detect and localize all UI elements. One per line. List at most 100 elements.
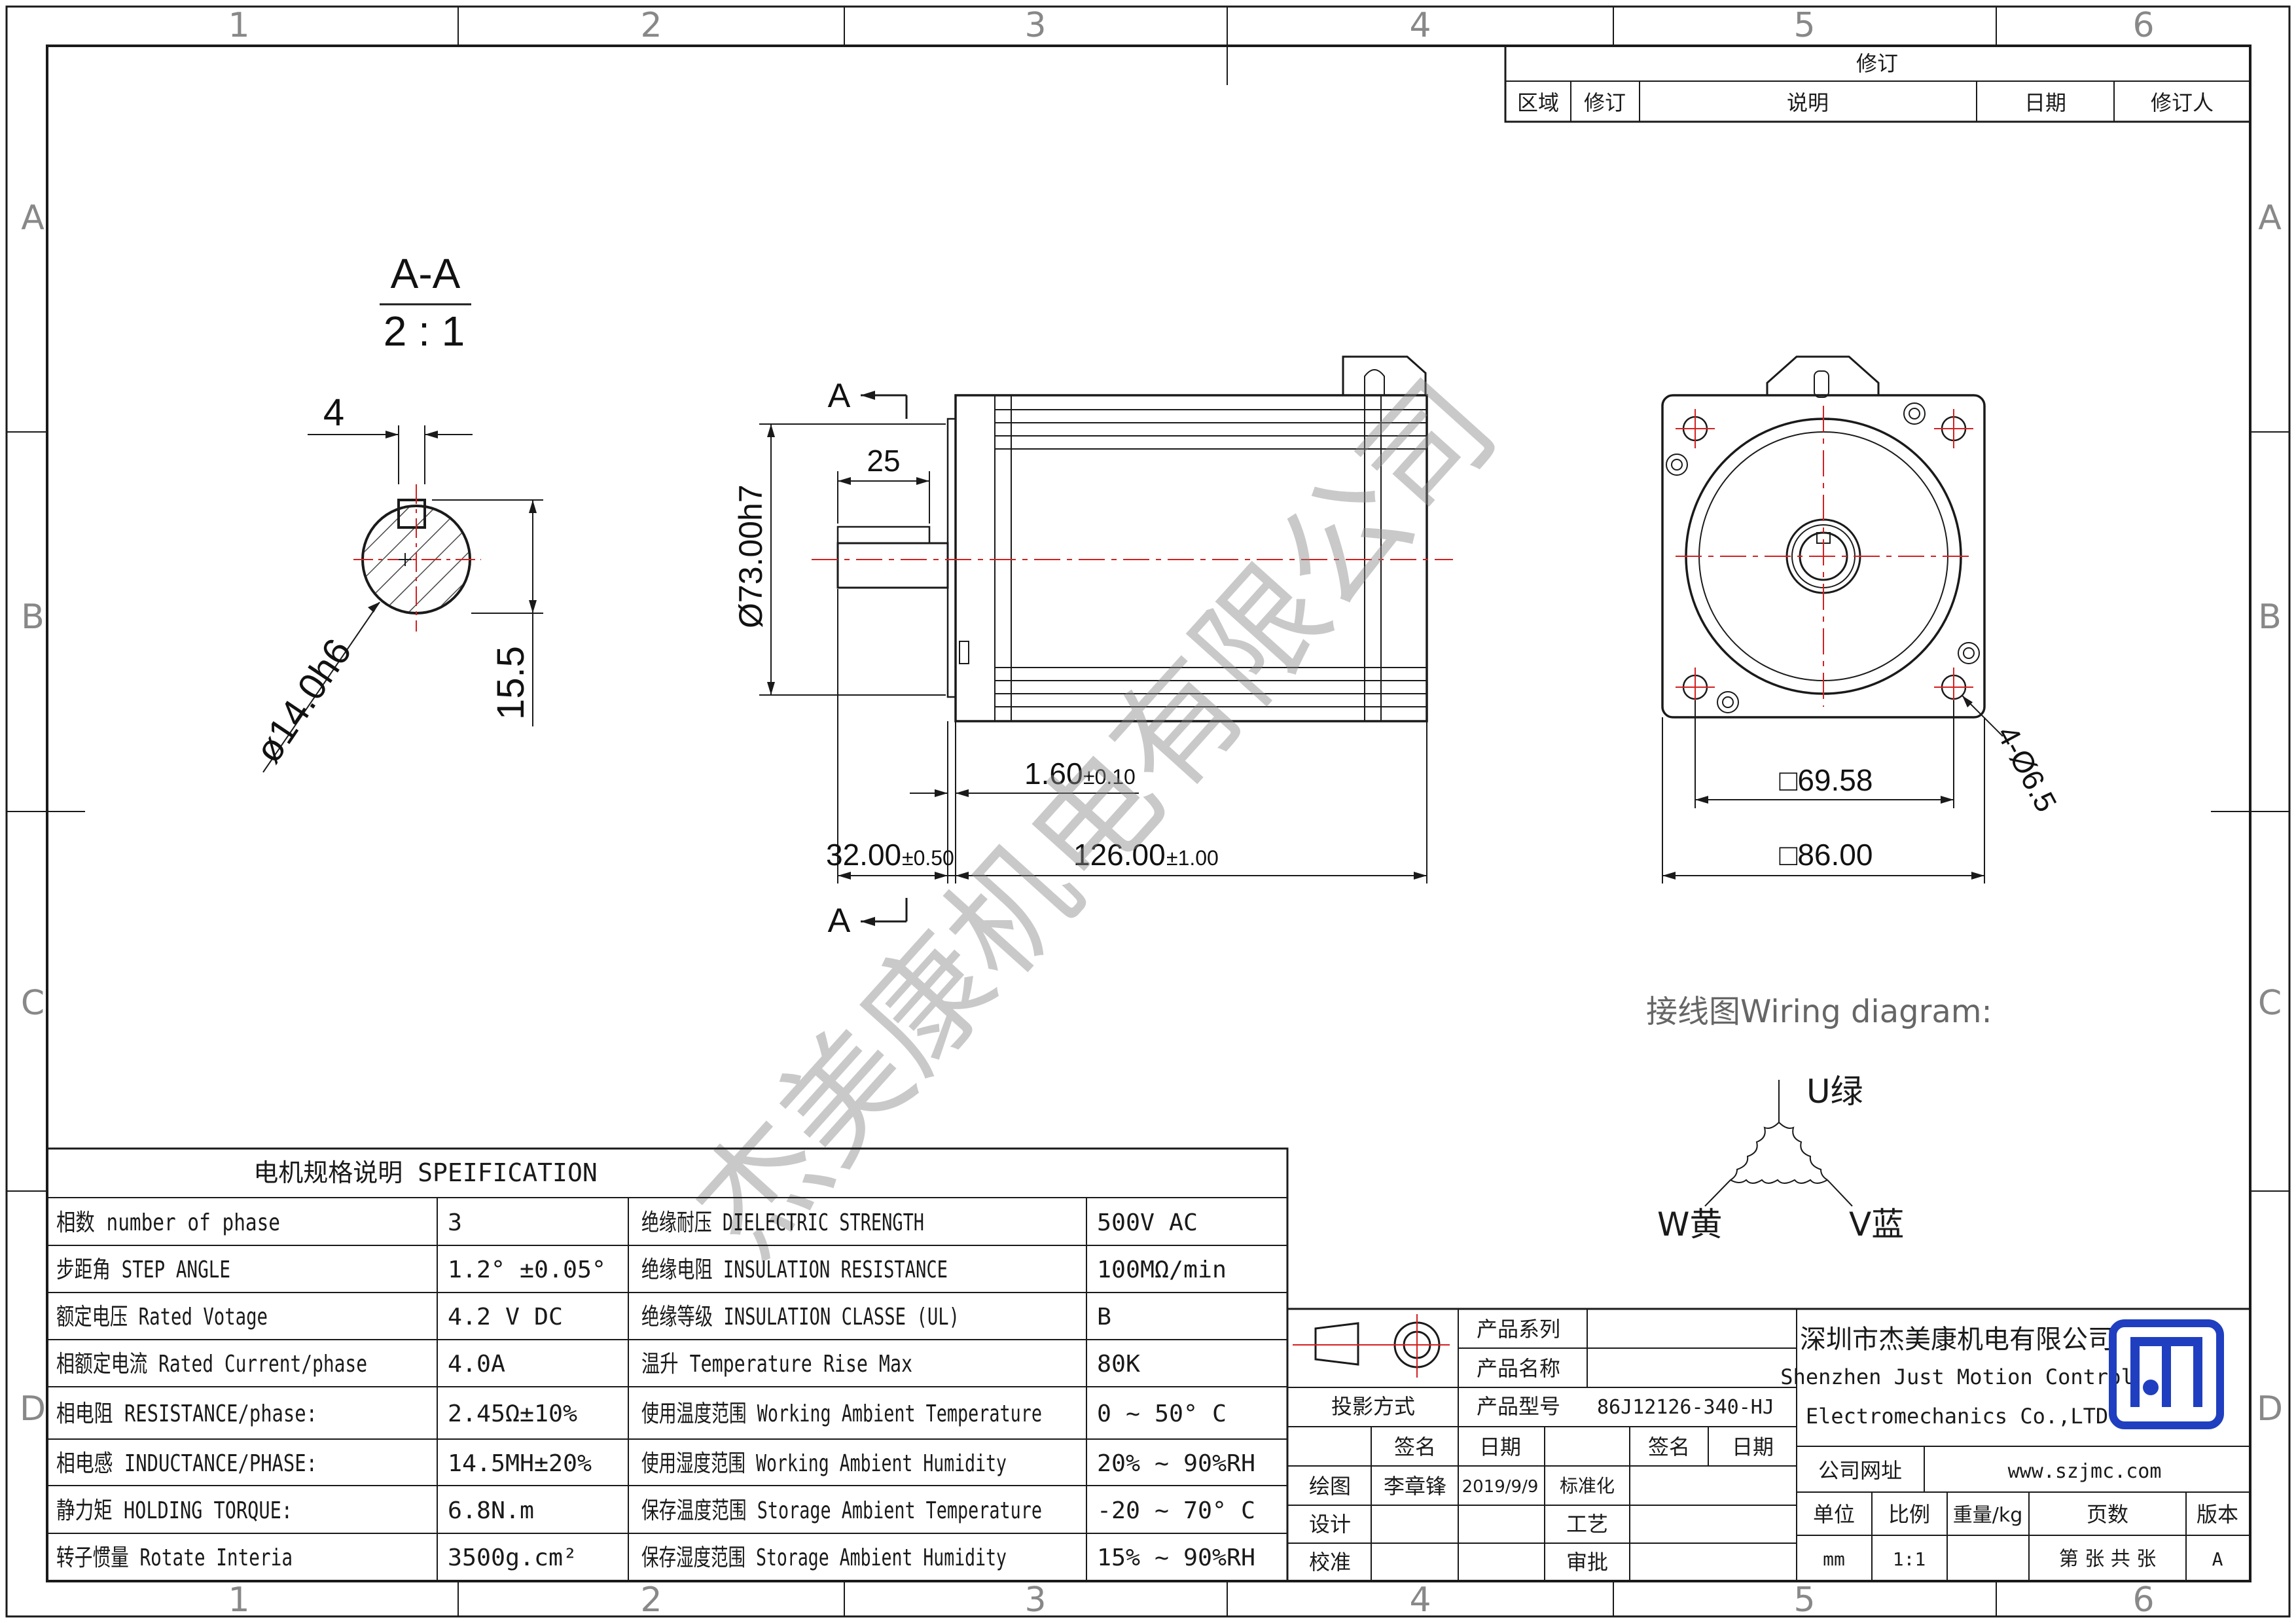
phase-v: V蓝 [1849,1205,1904,1243]
check-label: 校准 [1309,1550,1351,1575]
spec-label: 温升 Temperature Rise Max [641,1351,912,1378]
spec-value: 4.0A [448,1351,505,1378]
spec-label: 转子惯量 Rotate Interia [56,1544,293,1571]
spec-value: 15% ~ 90%RH [1097,1544,1255,1571]
title-block: 产品系列 产品名称 投影方式 产品型号 86J12126-340-HJ 签名 日… [1286,1308,2251,1582]
spec-label: 相额定电流 Rated Current/phase [56,1351,367,1378]
key-length-dim: 25 [867,444,900,478]
key-width-dim: 4 [323,391,344,434]
body-length-dim: 126.00 [1073,838,1166,872]
spec-value: 3 [448,1209,462,1236]
sign-header: 签名 [1648,1435,1690,1459]
process-label: 工艺 [1566,1512,1608,1537]
flange-thickness-dim: 1.60 [1024,757,1083,791]
section-mark-top: A [828,377,851,415]
spec-label: 相数 number of phase [56,1209,280,1236]
date-header: 日期 [1479,1435,1521,1459]
shaft-tolerance: ±0.50 [902,846,954,870]
row-label: B [2258,597,2282,637]
flange-tolerance: ±0.10 [1083,765,1136,789]
col-label: 5 [1793,1580,1815,1620]
spec-value: 6.8N.m [448,1497,534,1524]
spec-value: 80K [1097,1351,1140,1378]
scale-value: 1:1 [1893,1548,1926,1570]
revision-header: 说明 [1787,90,1829,115]
spec-value: 20% ~ 90%RH [1097,1450,1255,1477]
date-header: 日期 [1732,1435,1774,1459]
col-label: 5 [1793,6,1815,45]
row-label: B [21,597,45,637]
product-series-label: 产品系列 [1477,1317,1560,1342]
revision-header: 日期 [2024,90,2066,115]
body-tolerance: ±1.00 [1166,846,1219,870]
spec-value: 1.2° ±0.05° [448,1257,606,1283]
spec-value: 4.2 V DC [448,1304,563,1330]
spec-label: 步距角 STEP ANGLE [56,1257,230,1283]
holes-dim: 4-Ø6.5 [1990,720,2064,817]
unit-label: 单位 [1813,1502,1855,1527]
revision-table: 修订 区域 修订 说明 日期 修订人 [1504,45,2251,123]
website: www.szjmc.com [2008,1460,2162,1483]
row-label: A [21,198,45,238]
spec-value: 0 ~ 50° C [1097,1400,1227,1427]
sign-header: 签名 [1394,1435,1436,1459]
section-mark-bottom: A [828,902,851,940]
revision-title: 修订 [1856,51,1898,76]
col-label: 4 [1409,6,1431,45]
col-label: 4 [1409,1580,1431,1620]
version-value: A [2212,1548,2223,1570]
col-label: 3 [1024,1580,1046,1620]
pages-label: 页数 [2087,1502,2128,1527]
spec-label: 静力矩 HOLDING TORQUE: [56,1497,293,1524]
spec-title: 电机规格说明 SPEIFICATION [253,1158,597,1187]
scale-label: 比例 [1888,1502,1930,1527]
weight-label: 重量/kg [1953,1504,2023,1527]
spec-label: 额定电压 Rated Votage [56,1304,268,1330]
product-model-label: 产品型号 [1477,1394,1560,1419]
section-label: A-A [391,250,461,297]
col-label: 2 [640,6,662,45]
depth-dim: 15.5 [490,646,532,720]
col-label: 6 [2132,1580,2154,1620]
spec-value: 14.5MH±20% [448,1450,592,1477]
spec-value: B [1097,1304,1111,1330]
product-model: 86J12126-340-HJ [1597,1396,1774,1419]
hole-pitch-dim: □69.58 [1780,763,1873,797]
col-label: 3 [1024,6,1046,45]
row-label: A [2258,198,2282,238]
phase-w: W黄 [1657,1205,1722,1243]
side-view: A A 25 [732,355,1453,940]
approve-label: 审批 [1566,1550,1608,1575]
pilot-diameter-dim: Ø73.00h7 [732,484,769,628]
section-view-aa: A-A 2 : 1 4 15.5 ø14.0h [247,250,543,773]
spec-value: -20 ~ 70° C [1097,1497,1255,1524]
spec-label: 相电感 INDUCTANCE/PHASE: [56,1450,317,1477]
spec-label: 绝缘电阻 INSULATION RESISTANCE [641,1257,948,1283]
spec-label: 相电阻 RESISTANCE/phase: [56,1400,317,1427]
company-cn: 深圳市杰美康机电有限公司 [1800,1325,2114,1355]
row-label: C [21,984,45,1023]
spec-label: 绝缘等级 INSULATION CLASSE (UL) [641,1304,960,1330]
wiring-diagram: 接线图Wiring diagram: U绿 V蓝 W黄 [1646,993,1992,1243]
phase-u: U绿 [1806,1073,1863,1111]
spec-value: 2.45Ω±10% [448,1400,577,1427]
revision-header: 区域 [1517,90,1559,115]
flange-size-dim: □86.00 [1780,838,1873,872]
drawing-label: 绘图 [1309,1474,1351,1499]
spec-value: 3500g.cm² [448,1544,577,1571]
spec-label: 使用湿度范围 Working Ambient Humidity [641,1450,1007,1477]
row-label: C [2258,984,2282,1023]
company-en-1: Shenzhen Just Motion Control [1780,1364,2133,1389]
section-scale: 2 : 1 [384,308,465,355]
col-label: 1 [228,1580,249,1620]
wiring-title: 接线图Wiring diagram: [1646,993,1992,1030]
shaft-length-dim: 32.00 [826,838,901,872]
watermark: 杰美康机电有限公司 [667,354,1523,1283]
company-en-2: Electromechanics Co.,LTD [1806,1404,2108,1429]
revision-header: 修订 [1584,90,1626,115]
draw-date: 2019/9/9 [1462,1477,1539,1497]
spec-label: 保存湿度范围 Storage Ambient Humidity [641,1544,1007,1571]
spec-table: 电机规格说明 SPEIFICATION 相数 number of phase 3 绝… [46,1147,1289,1582]
col-label: 6 [2132,6,2154,45]
